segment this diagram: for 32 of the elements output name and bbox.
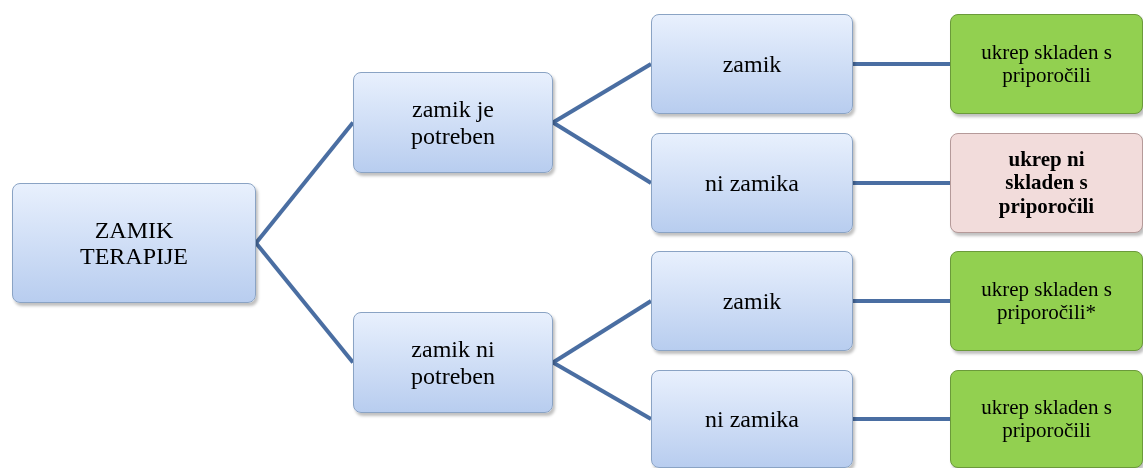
node-label: ukrep ni skladen s priporočili (997, 148, 1096, 218)
process-box (353, 312, 553, 413)
node-label: zamik (721, 287, 783, 315)
connector-line (254, 121, 355, 245)
result-box (950, 370, 1143, 468)
result-box (950, 133, 1143, 233)
node-label: ni zamika (704, 169, 800, 197)
process-box (651, 14, 853, 114)
node-label: zamik je potreben (410, 96, 496, 149)
result-box (950, 251, 1143, 351)
process-box (651, 251, 853, 351)
process-box (651, 133, 853, 233)
node-label: ZAMIK TERAPIJE (79, 216, 189, 270)
connector-line (551, 299, 653, 365)
connector-line (551, 62, 653, 125)
node-label: zamik (721, 50, 783, 78)
connector-line (552, 360, 652, 421)
connector-line (853, 417, 950, 421)
node-label: ukrep skladen s priporočili (980, 40, 1113, 88)
node-label: ni zamika (704, 405, 800, 433)
connector-line (254, 241, 355, 364)
node-label: ukrep skladen s priporočili (980, 395, 1113, 443)
process-box (353, 72, 553, 173)
process-box (12, 183, 256, 303)
result-box (950, 14, 1143, 114)
connector-line (853, 181, 950, 185)
node-label: zamik ni potreben (410, 336, 496, 389)
connector-line (853, 62, 950, 66)
node-label: ukrep skladen s priporočili* (980, 277, 1113, 325)
process-box (651, 370, 853, 468)
connector-line (551, 120, 653, 185)
connector-line (853, 299, 950, 303)
